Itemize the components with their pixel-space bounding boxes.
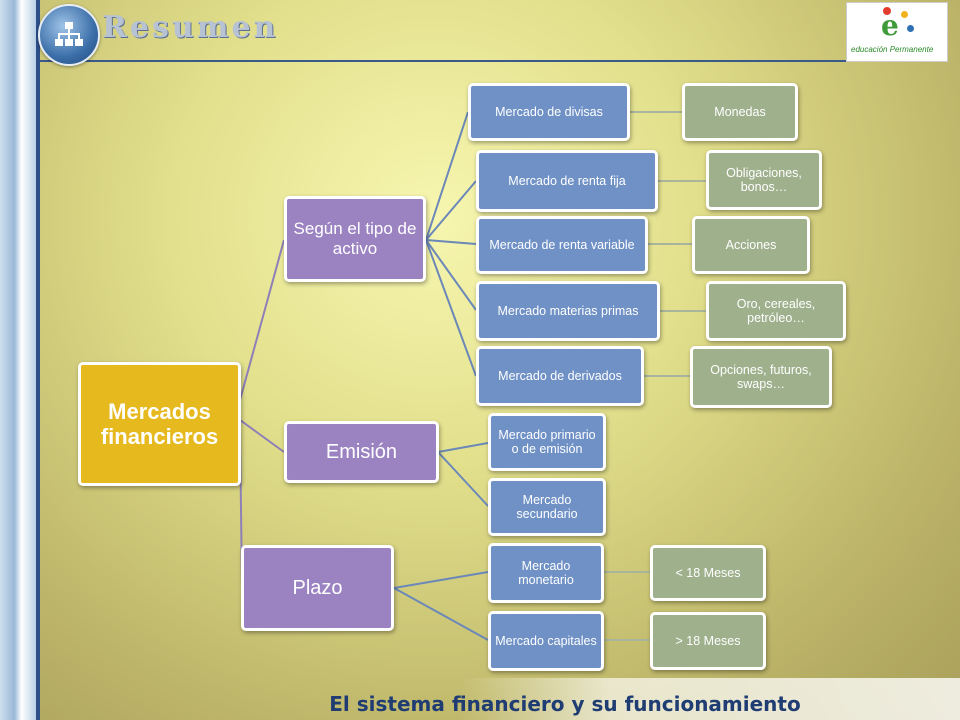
connector-line xyxy=(437,451,489,507)
market-node-materias-primas: Mercado materias primas xyxy=(476,281,660,341)
connector-line xyxy=(437,442,489,453)
market-node-capitales: Mercado capitales xyxy=(488,611,604,671)
example-node-menos-18: < 18 Meses xyxy=(650,545,766,601)
market-node-derivados: Mercado de derivados xyxy=(476,346,644,406)
footer-title: El sistema financiero y su funcionamient… xyxy=(329,692,801,716)
root-node: Mercados financieros xyxy=(78,362,241,486)
connector-line xyxy=(239,419,285,453)
market-node-secundario: Mercado secundario xyxy=(488,478,606,536)
footer-band xyxy=(460,678,960,720)
market-node-renta-fija: Mercado de renta fija xyxy=(476,150,658,212)
market-node-divisas: Mercado de divisas xyxy=(468,83,630,141)
connector-line xyxy=(393,587,489,641)
market-node-monetario: Mercado monetario xyxy=(488,543,604,603)
brand-logo: e educación Permanente xyxy=(846,2,948,62)
brand-dot-icon xyxy=(901,11,908,18)
category-node-tipo-activo: Según el tipo de activo xyxy=(284,196,426,282)
example-node-opciones: Opciones, futuros, swaps… xyxy=(690,346,832,408)
brand-e-icon: e xyxy=(881,9,899,42)
connector-line xyxy=(425,180,477,241)
header-divider xyxy=(40,60,948,62)
connector-line xyxy=(425,111,469,241)
market-node-renta-variable: Mercado de renta variable xyxy=(476,216,648,274)
footer: El sistema financiero y su funcionamient… xyxy=(0,692,960,716)
example-node-monedas: Monedas xyxy=(682,83,798,141)
example-node-mas-18: > 18 Meses xyxy=(650,612,766,670)
brand-dot-icon xyxy=(883,7,891,15)
brand-dot-icon xyxy=(907,25,914,32)
connector-line xyxy=(425,239,477,311)
connector-line xyxy=(393,571,489,589)
example-node-oro: Oro, cereales, petróleo… xyxy=(706,281,846,341)
category-node-plazo: Plazo xyxy=(241,545,394,631)
org-chart-icon xyxy=(38,4,100,66)
example-node-acciones: Acciones xyxy=(692,216,810,274)
page-title: Resumen xyxy=(102,10,279,45)
left-decorative-strip xyxy=(0,0,40,720)
brand-text: educación Permanente xyxy=(851,45,934,54)
example-node-obligaciones: Obligaciones, bonos… xyxy=(706,150,822,210)
connector-line xyxy=(425,239,477,377)
market-node-primario: Mercado primario o de emisión xyxy=(488,413,606,471)
category-node-emision: Emisión xyxy=(284,421,439,483)
connector-line xyxy=(239,239,285,401)
connector-line xyxy=(425,239,477,245)
